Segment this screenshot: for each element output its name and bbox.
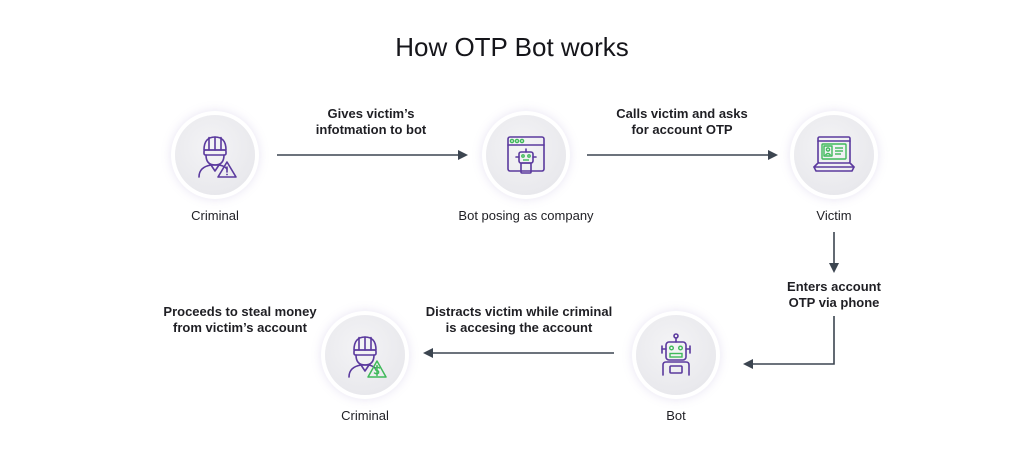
label-criminal-start: Criminal: [191, 208, 239, 223]
criminal-money-icon: [348, 336, 387, 378]
edge-label-enters-otp: Enters account OTP via phone: [787, 279, 881, 310]
bot-browser-icon: [507, 136, 545, 174]
criminal-warning-icon: [198, 136, 237, 178]
edge-label-gives-info: Gives victim’s infotmation to bot: [315, 106, 427, 137]
label-victim: Victim: [816, 208, 852, 223]
edge-label-calls-victim: Calls victim and asks for account OTP: [616, 106, 748, 137]
robot-icon: [661, 333, 691, 376]
node-victim: [794, 115, 874, 195]
laptop-id-card-icon: [813, 136, 855, 172]
label-bot: Bot: [666, 408, 686, 423]
edge-label-steal-money: Proceeds to steal money from victim’s ac…: [163, 304, 317, 335]
label-bot-posing-company: Bot posing as company: [458, 208, 594, 223]
arrow-victim-to-bot: [743, 316, 835, 369]
node-criminal-start: [175, 115, 255, 195]
label-criminal-end: Criminal: [341, 408, 389, 423]
node-criminal-end: [325, 315, 405, 395]
diagram-title: How OTP Bot works: [395, 32, 629, 62]
node-bot: [636, 315, 716, 395]
node-bot-posing-company: [486, 115, 566, 195]
edge-label-distracts-victim: Distracts victim while criminal is acces…: [425, 304, 613, 335]
